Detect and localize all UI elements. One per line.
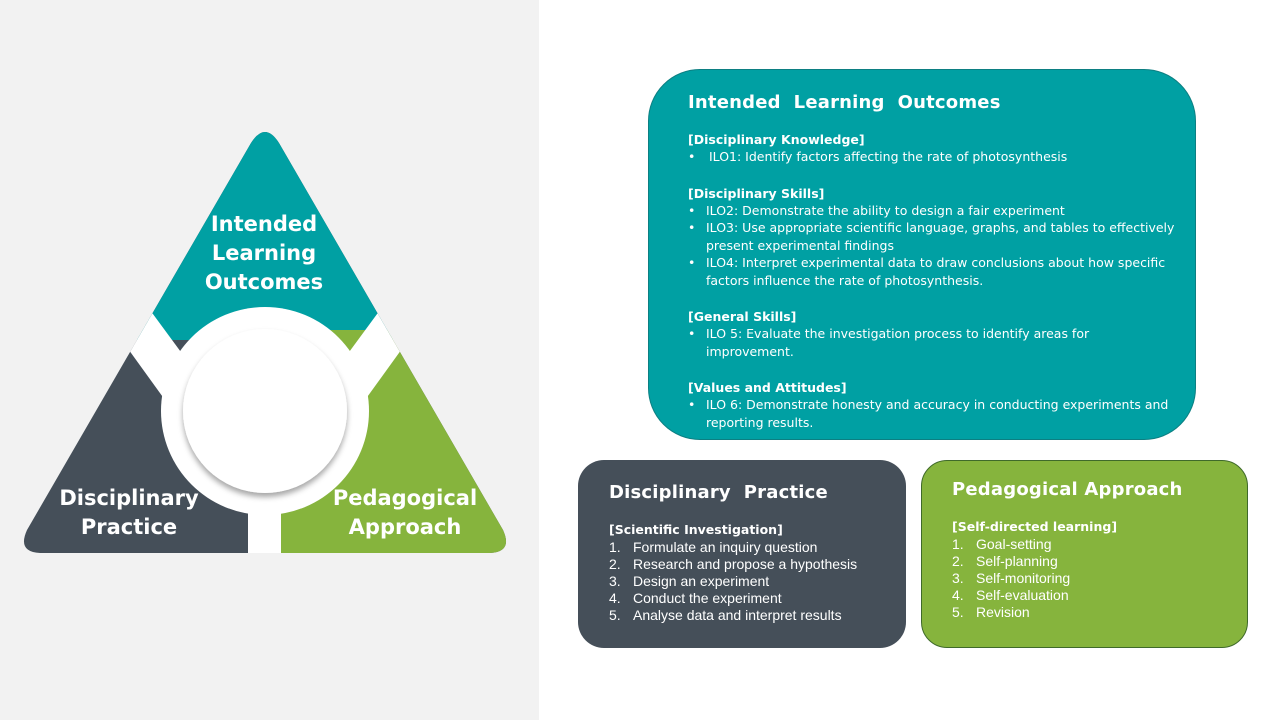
step-item: 2. Research and propose a hypothesis	[609, 556, 892, 573]
ilo-section-values-and-attitudes: [Values and Attitudes] ILO 6: Demonstrat…	[688, 379, 1175, 431]
label-intended-learning-outcomes: Intended Learning Outcomes	[204, 212, 324, 294]
ilo-section-disciplinary-skills: [Disciplinary Skills] ILO2: Demonstrate …	[688, 185, 1175, 290]
step-text: Self-evaluation	[976, 587, 1069, 603]
step-item: 3. Design an experiment	[609, 573, 892, 590]
step-number: 4.	[952, 587, 964, 603]
intended-learning-outcomes-box: Intended Learning Outcomes [Disciplinary…	[648, 69, 1196, 440]
ilo-item: ILO 5: Evaluate the investigation proces…	[688, 325, 1175, 360]
step-text: Self-monitoring	[976, 570, 1071, 586]
step-text: Conduct the experiment	[633, 590, 782, 606]
step-item: 1. Formulate an inquiry question	[609, 539, 892, 556]
ilo-item: ILO 6: Demonstrate honesty and accuracy …	[688, 396, 1175, 431]
section-heading: [Values and Attitudes]	[688, 380, 847, 395]
ilo-section-general-skills: [General Skills] ILO 5: Evaluate the inv…	[688, 308, 1175, 360]
ilo-section-disciplinary-knowledge: [Disciplinary Knowledge] ILO1: Identify …	[688, 131, 1175, 166]
pedagogical-approach-box: Pedagogical Approach [Self-directed lear…	[921, 460, 1248, 648]
step-text: Formulate an inquiry question	[633, 539, 818, 555]
center-circle	[183, 329, 347, 493]
step-text: Research and propose a hypothesis	[633, 556, 858, 572]
step-text: Goal-setting	[976, 536, 1052, 552]
ilo-item: ILO2: Demonstrate the ability to design …	[688, 202, 1175, 220]
step-number: 1.	[952, 536, 964, 552]
step-number: 3.	[609, 573, 621, 589]
step-item: 1. Goal-setting	[952, 536, 1233, 553]
step-item: 2. Self-planning	[952, 553, 1233, 570]
step-number: 2.	[952, 553, 964, 569]
section-heading: [Disciplinary Skills]	[688, 185, 825, 201]
ilo-item: ILO3: Use appropriate scientific languag…	[688, 219, 1175, 254]
step-item: 5. Analyse data and interpret results	[609, 607, 892, 624]
section-heading: [Scientific Investigation]	[609, 522, 783, 537]
step-number: 3.	[952, 570, 964, 586]
ilo-box-title: Intended Learning Outcomes	[688, 92, 1001, 113]
self-directed-learning-steps: 1. Goal-setting 2. Self-planning 3. Self-mo…	[952, 536, 1233, 621]
label-disciplinary-practice: Disciplinary Practice	[59, 486, 199, 539]
step-text: Revision	[976, 604, 1030, 620]
step-number: 4.	[609, 590, 621, 606]
section-heading: [Disciplinary Knowledge]	[688, 132, 865, 147]
step-item: 4. Self-evaluation	[952, 587, 1233, 604]
step-item: 3. Self-monitoring	[952, 570, 1233, 587]
step-number: 5.	[952, 604, 964, 620]
dp-box-title: Disciplinary Practice	[609, 482, 828, 503]
section-heading: [General Skills]	[688, 309, 797, 324]
step-item: 5. Revision	[952, 604, 1233, 621]
triangle-diagram	[23, 132, 507, 553]
step-number: 5.	[609, 607, 621, 623]
ilo-item: ILO1: Identify factors affecting the rat…	[688, 148, 1175, 166]
pa-box-title: Pedagogical Approach	[952, 479, 1183, 500]
step-text: Design an experiment	[633, 573, 770, 589]
step-number: 1.	[609, 539, 621, 555]
ilo-item: ILO4: Interpret experimental data to dra…	[688, 254, 1175, 289]
step-text: Self-planning	[976, 553, 1058, 569]
step-text: Analyse data and interpret results	[633, 607, 842, 623]
step-number: 2.	[609, 556, 621, 572]
disciplinary-practice-box: Disciplinary Practice [Scientific Invest…	[578, 460, 906, 648]
label-pedagogical-approach: Pedagogical Approach	[332, 486, 478, 539]
section-heading: [Self-directed learning]	[952, 519, 1118, 534]
step-item: 4. Conduct the experiment	[609, 590, 892, 607]
scientific-investigation-steps: 1. Formulate an inquiry question 2. Resear…	[609, 539, 892, 624]
